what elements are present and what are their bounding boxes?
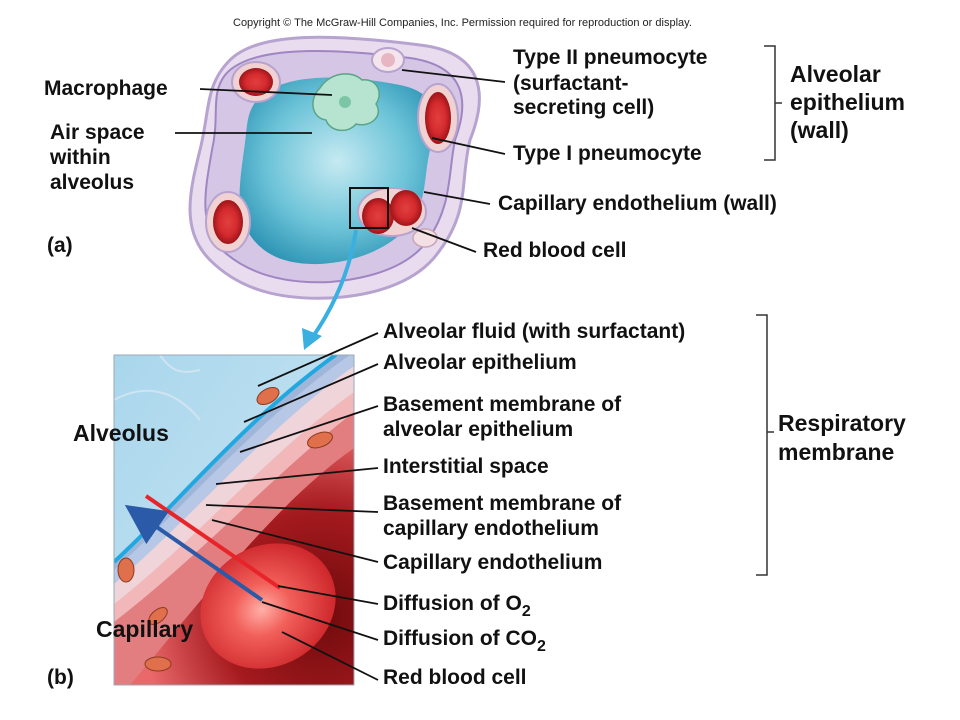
capillary-rbc-boxed — [357, 187, 427, 237]
bracket-label-alveolar-line2: epithelium — [790, 89, 905, 115]
label-air-space-line2: within — [49, 146, 111, 169]
label-alveolar-epithelium: Alveolar epithelium — [383, 351, 577, 374]
label-interstitial-space: Interstitial space — [383, 455, 549, 478]
co2-diffusion-arrow — [124, 504, 264, 602]
panel-a-alveolus-illustration — [188, 35, 481, 350]
label-bm-capillary-line1: Basement membrane of — [383, 492, 622, 515]
label-air-space-line1: Air space — [50, 121, 145, 144]
region-capillary: Capillary — [96, 616, 193, 642]
region-alveolus: Alveolus — [73, 420, 169, 446]
label-diffusion-o2: Diffusion of O2 — [383, 592, 531, 620]
bracket-alveolar-epithelium — [764, 45, 782, 161]
label-alveolar-fluid: Alveolar fluid (with surfactant) — [383, 320, 685, 343]
bracket-respiratory-membrane — [756, 314, 774, 576]
bracket-label-alveolar-line1: Alveolar — [790, 61, 881, 87]
label-bm-capillary-line2: capillary endothelium — [383, 517, 599, 540]
label-type2-line3: secreting cell) — [513, 96, 654, 119]
bracket-label-respiratory-line2: membrane — [778, 439, 894, 465]
capillary-rbc-topright — [371, 47, 405, 73]
label-capillary-endothelium-a: Capillary endothelium (wall) — [498, 192, 777, 215]
rbc-free — [412, 228, 438, 248]
label-type2-line2: (surfactant- — [513, 72, 629, 95]
label-air-space-line3: alveolus — [50, 171, 134, 194]
bracket-label-alveolar-line3: (wall) — [790, 117, 849, 143]
label-red-blood-cell-b: Red blood cell — [383, 666, 527, 689]
capillary-rbc-right — [417, 83, 459, 153]
rbc-large — [200, 543, 336, 669]
label-red-blood-cell-a: Red blood cell — [483, 239, 627, 262]
zoom-box — [349, 187, 389, 229]
capillary-rbc-topleft — [231, 61, 281, 103]
copyright-notice: Copyright © The McGraw-Hill Companies, I… — [233, 17, 692, 29]
label-type2-line1: Type II pneumocyte — [513, 46, 708, 69]
label-bm-alveolar-line2: alveolar epithelium — [383, 418, 573, 441]
label-macrophage: Macrophage — [44, 77, 168, 100]
zoom-arrow — [310, 229, 358, 340]
panel-a-tag: (a) — [47, 234, 73, 257]
bracket-label-respiratory-line1: Respiratory — [778, 410, 906, 436]
panel-b-tag: (b) — [47, 666, 74, 689]
panel-b-membrane-illustration — [113, 354, 355, 686]
label-capillary-endothelium-b: Capillary endothelium — [383, 551, 602, 574]
capillary-rbc-left — [205, 191, 251, 253]
label-bm-alveolar-line1: Basement membrane of — [383, 393, 622, 416]
label-type1: Type I pneumocyte — [513, 142, 702, 165]
label-diffusion-co2: Diffusion of CO2 — [383, 627, 546, 655]
